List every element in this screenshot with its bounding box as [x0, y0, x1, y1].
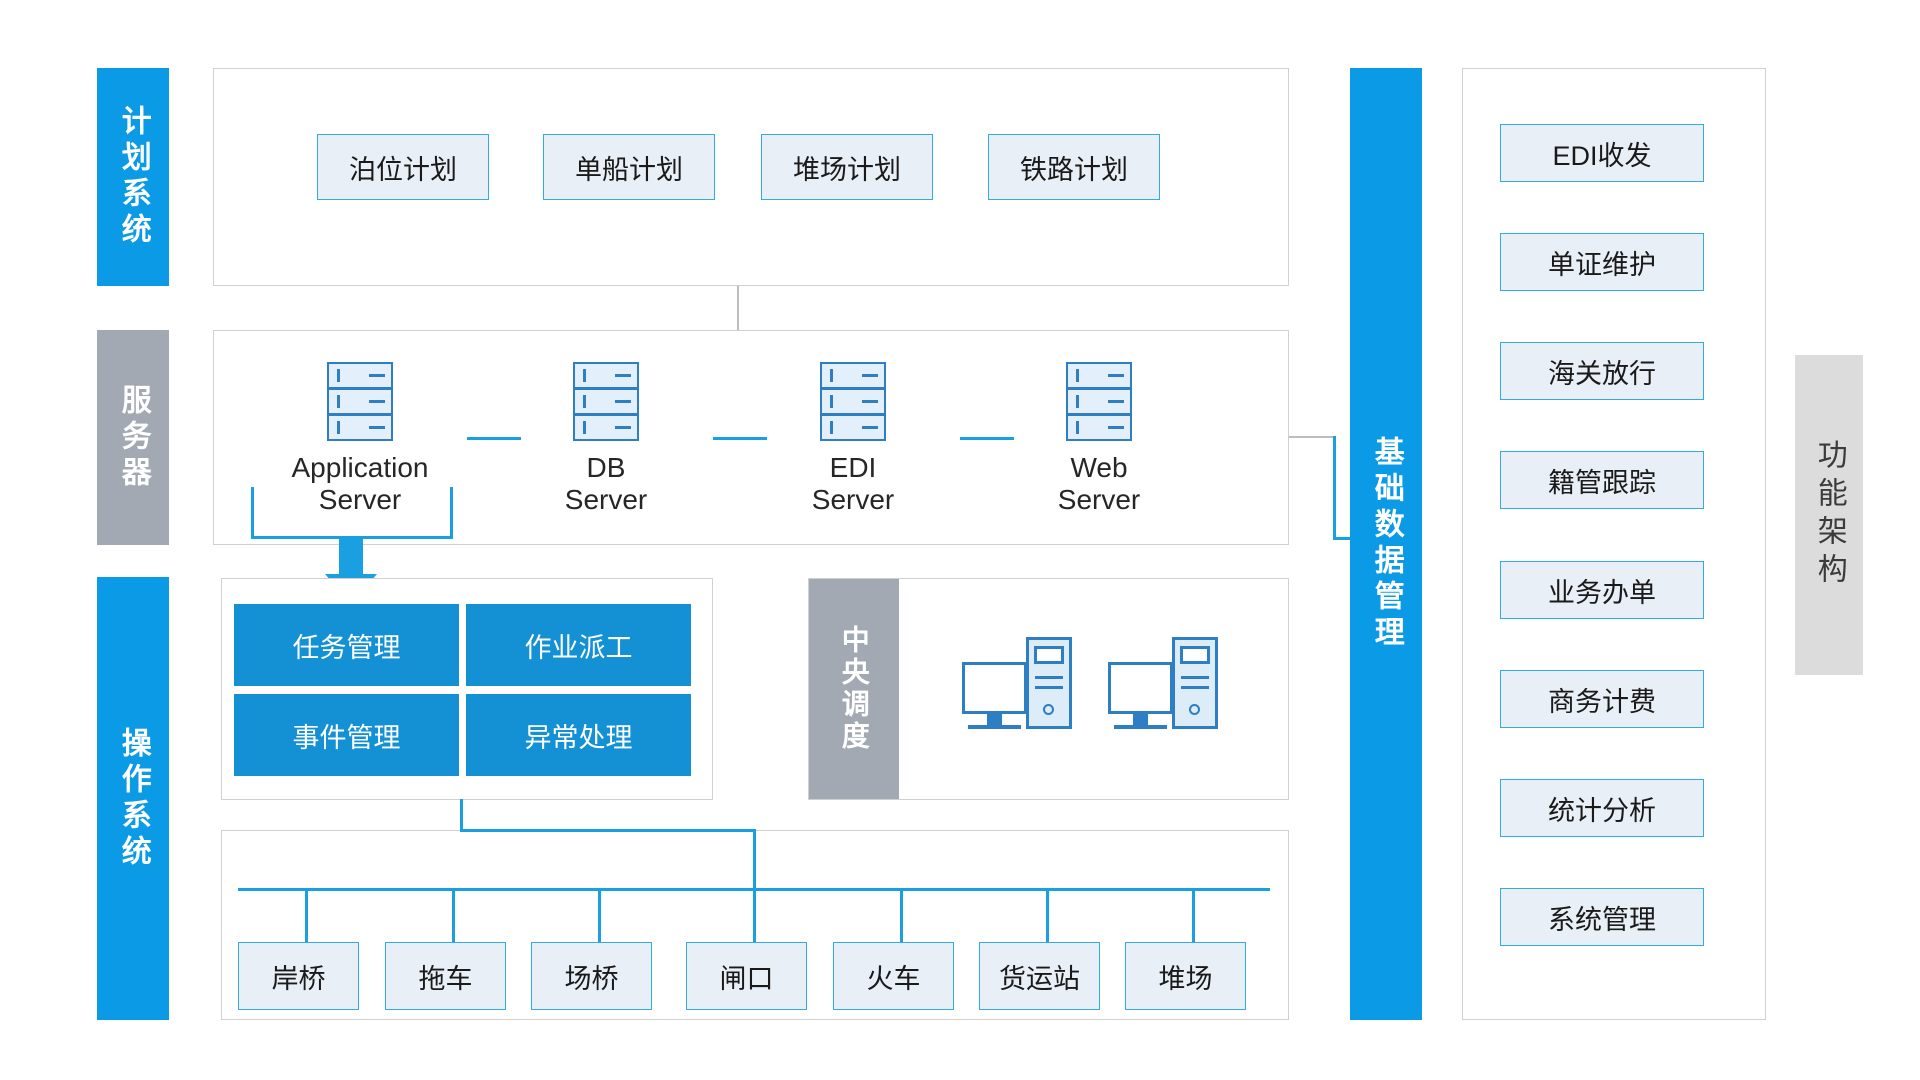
server-label-db-line2: Server — [564, 484, 648, 516]
equipment-drop-2 — [452, 888, 455, 944]
function-item-system-management-label: 系统管理 — [1548, 904, 1656, 935]
equipment-yard-crane[interactable]: 场桥 — [531, 942, 652, 1010]
server-label-application-line2: Server — [318, 484, 402, 516]
server-link-2 — [713, 437, 767, 440]
equipment-drop-4 — [753, 888, 756, 944]
function-item-edi[interactable]: EDI收发 — [1500, 124, 1704, 182]
band-central-dispatch-label: 中央调度 — [838, 625, 870, 753]
band-server-label: 服务器 — [116, 383, 150, 492]
operation-module-event[interactable]: 事件管理 — [234, 694, 459, 776]
desktop-computer-icon — [1108, 630, 1228, 740]
band-central-dispatch: 中央调度 — [809, 579, 899, 799]
server-label-edi-line2: Server — [811, 484, 895, 516]
server-rack-icon — [1066, 362, 1132, 442]
band-function-architecture-label: 功能架构 — [1812, 439, 1846, 591]
server-label-web-line1: Web — [1070, 452, 1128, 483]
connector-plan-to-server — [737, 286, 739, 330]
operation-module-dispatch-label: 作业派工 — [524, 632, 633, 663]
equipment-freight-station[interactable]: 货运站 — [979, 942, 1100, 1010]
server-label-web-line2: Server — [1057, 484, 1141, 516]
server-label-application-line1: Application — [291, 452, 429, 483]
connector-modules-drop — [460, 799, 463, 832]
function-item-document[interactable]: 单证维护 — [1500, 233, 1704, 291]
server-link-3 — [960, 437, 1014, 440]
equipment-quay-crane-label: 岸桥 — [271, 963, 326, 994]
equipment-gate[interactable]: 闸口 — [686, 942, 807, 1010]
app-bracket-left — [251, 487, 254, 539]
band-operation-system: 操作系统 — [97, 577, 169, 1020]
connector-basedata-vertical — [1333, 436, 1336, 540]
band-base-data-management: 基础数据管理 — [1350, 68, 1422, 1020]
operation-module-exception[interactable]: 异常处理 — [466, 694, 691, 776]
band-operation-system-label: 操作系统 — [116, 726, 150, 871]
band-base-data-management-label: 基础数据管理 — [1369, 436, 1403, 652]
function-item-billing-label: 商务计费 — [1548, 686, 1656, 717]
app-arrow-shaft — [339, 536, 363, 576]
function-item-tracking[interactable]: 籍管跟踪 — [1500, 451, 1704, 509]
server-rack-icon — [327, 362, 393, 442]
function-item-billing[interactable]: 商务计费 — [1500, 670, 1704, 728]
equipment-yard-label: 堆场 — [1158, 963, 1213, 994]
band-server: 服务器 — [97, 330, 169, 545]
equipment-drop-6 — [1046, 888, 1049, 944]
equipment-drop-5 — [900, 888, 903, 944]
equipment-yard-crane-label: 场桥 — [564, 963, 619, 994]
plan-item-rail-label: 铁路计划 — [1020, 154, 1128, 185]
equipment-gate-label: 闸口 — [719, 963, 774, 994]
function-item-business-order[interactable]: 业务办单 — [1500, 561, 1704, 619]
function-item-document-label: 单证维护 — [1548, 249, 1656, 280]
function-item-tracking-label: 籍管跟踪 — [1548, 467, 1656, 498]
plan-item-rail[interactable]: 铁路计划 — [988, 134, 1160, 200]
operation-module-task-label: 任务管理 — [292, 632, 401, 663]
equipment-drop-3 — [598, 888, 601, 944]
operation-module-exception-label: 异常处理 — [524, 722, 633, 753]
plan-item-berth[interactable]: 泊位计划 — [317, 134, 489, 200]
function-item-system-management[interactable]: 系统管理 — [1500, 888, 1704, 946]
server-rack-icon — [820, 362, 886, 442]
operation-module-event-label: 事件管理 — [292, 722, 401, 753]
function-item-statistics-label: 统计分析 — [1548, 795, 1656, 826]
connector-modules-jog — [460, 829, 756, 832]
plan-item-berth-label: 泊位计划 — [349, 154, 457, 185]
connector-server-to-basedata-top — [1289, 436, 1335, 438]
equipment-quay-crane[interactable]: 岸桥 — [238, 942, 359, 1010]
equipment-train-label: 火车 — [866, 963, 921, 994]
band-plan-system: 计划系统 — [97, 68, 169, 286]
equipment-truck-label: 拖车 — [418, 963, 473, 994]
function-item-statistics[interactable]: 统计分析 — [1500, 779, 1704, 837]
operation-module-dispatch[interactable]: 作业派工 — [466, 604, 691, 686]
equipment-yard[interactable]: 堆场 — [1125, 942, 1246, 1010]
plan-item-yard-label: 堆场计划 — [793, 154, 901, 185]
app-bracket-right — [450, 487, 453, 539]
server-label-application: Application Server — [255, 452, 465, 516]
operation-module-task[interactable]: 任务管理 — [234, 604, 459, 686]
band-function-architecture: 功能架构 — [1795, 355, 1863, 675]
function-item-customs-label: 海关放行 — [1548, 358, 1656, 389]
plan-item-vessel-label: 单船计划 — [575, 154, 683, 185]
server-label-db: DB Server — [501, 452, 711, 516]
server-label-edi: EDI Server — [748, 452, 958, 516]
server-rack-icon — [573, 362, 639, 442]
desktop-computer-icon — [962, 630, 1082, 740]
plan-item-vessel[interactable]: 单船计划 — [543, 134, 715, 200]
equipment-drop-1 — [305, 888, 308, 944]
connector-modules-to-bus — [753, 829, 756, 890]
server-label-edi-line1: EDI — [829, 452, 877, 483]
server-label-db-line1: DB — [586, 452, 626, 483]
function-item-edi-label: EDI收发 — [1552, 140, 1652, 171]
equipment-truck[interactable]: 拖车 — [385, 942, 506, 1010]
server-label-web: Web Server — [994, 452, 1204, 516]
function-item-customs[interactable]: 海关放行 — [1500, 342, 1704, 400]
function-item-business-order-label: 业务办单 — [1548, 577, 1656, 608]
equipment-drop-7 — [1192, 888, 1195, 944]
equipment-freight-station-label: 货运站 — [999, 963, 1080, 994]
band-plan-system-label: 计划系统 — [116, 105, 150, 249]
server-link-1 — [467, 437, 521, 440]
plan-item-yard[interactable]: 堆场计划 — [761, 134, 933, 200]
equipment-train[interactable]: 火车 — [833, 942, 954, 1010]
function-architecture-panel — [1462, 68, 1766, 1020]
